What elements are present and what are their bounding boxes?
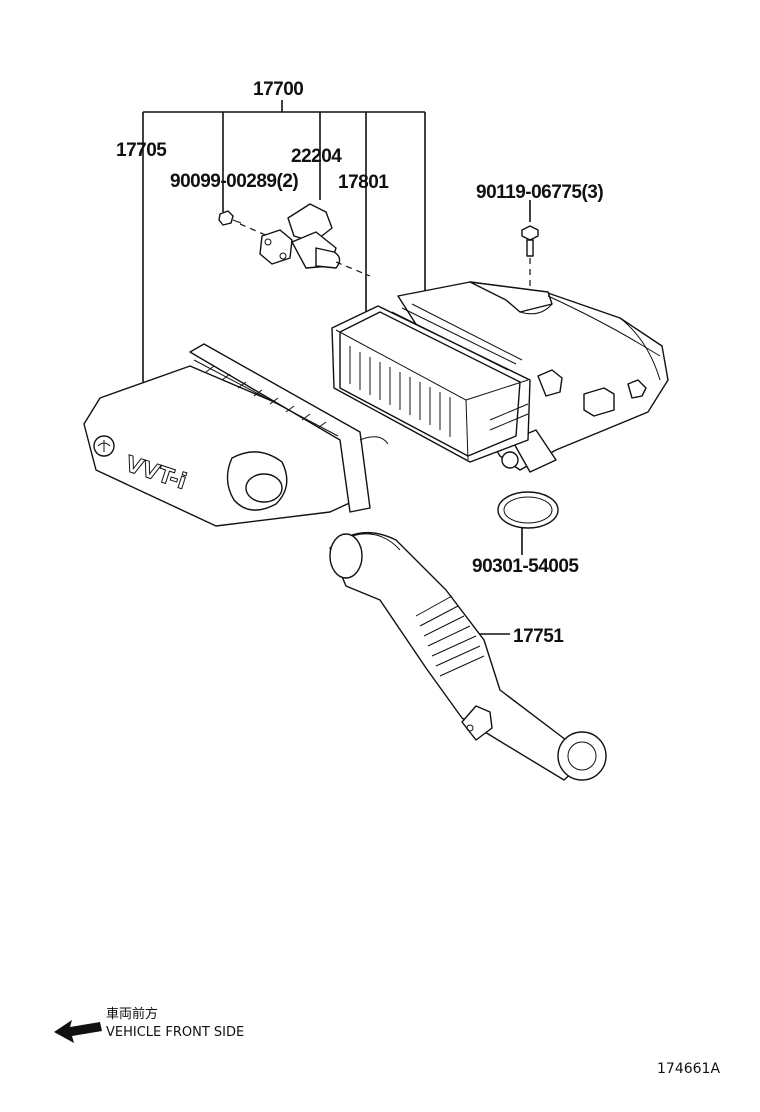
intake-hose-17751 bbox=[329, 531, 607, 781]
leader-lines bbox=[142, 100, 531, 635]
air-cleaner-case-lower-17705: VVT-i bbox=[83, 343, 389, 527]
air-cleaner-case-upper bbox=[397, 281, 669, 473]
bolt-90119 bbox=[521, 225, 539, 292]
label-17705[interactable]: 17705 bbox=[116, 140, 168, 161]
label-90099-00289[interactable]: 90099-00289(2) bbox=[170, 171, 299, 192]
drawing-code: 174661A bbox=[657, 1061, 720, 1077]
air-flow-meter-22204 bbox=[259, 203, 371, 277]
label-90301-54005[interactable]: 90301-54005 bbox=[472, 556, 580, 577]
filter-element-17801 bbox=[331, 303, 531, 463]
gasket-90301 bbox=[497, 491, 559, 529]
arrow-left-icon bbox=[54, 1020, 102, 1043]
legend-english: VEHICLE FRONT SIDE bbox=[106, 1025, 244, 1040]
label-17801[interactable]: 17801 bbox=[338, 172, 390, 193]
screw-90099 bbox=[218, 210, 269, 237]
label-22204[interactable]: 22204 bbox=[291, 146, 343, 167]
label-90119-06775[interactable]: 90119-06775(3) bbox=[476, 182, 604, 203]
label-17751[interactable]: 17751 bbox=[513, 626, 565, 647]
label-17700[interactable]: 17700 bbox=[253, 79, 304, 100]
vehicle-front-legend: 車両前方 VEHICLE FRONT SIDE bbox=[54, 1006, 244, 1043]
legend-japanese: 車両前方 bbox=[106, 1006, 158, 1022]
